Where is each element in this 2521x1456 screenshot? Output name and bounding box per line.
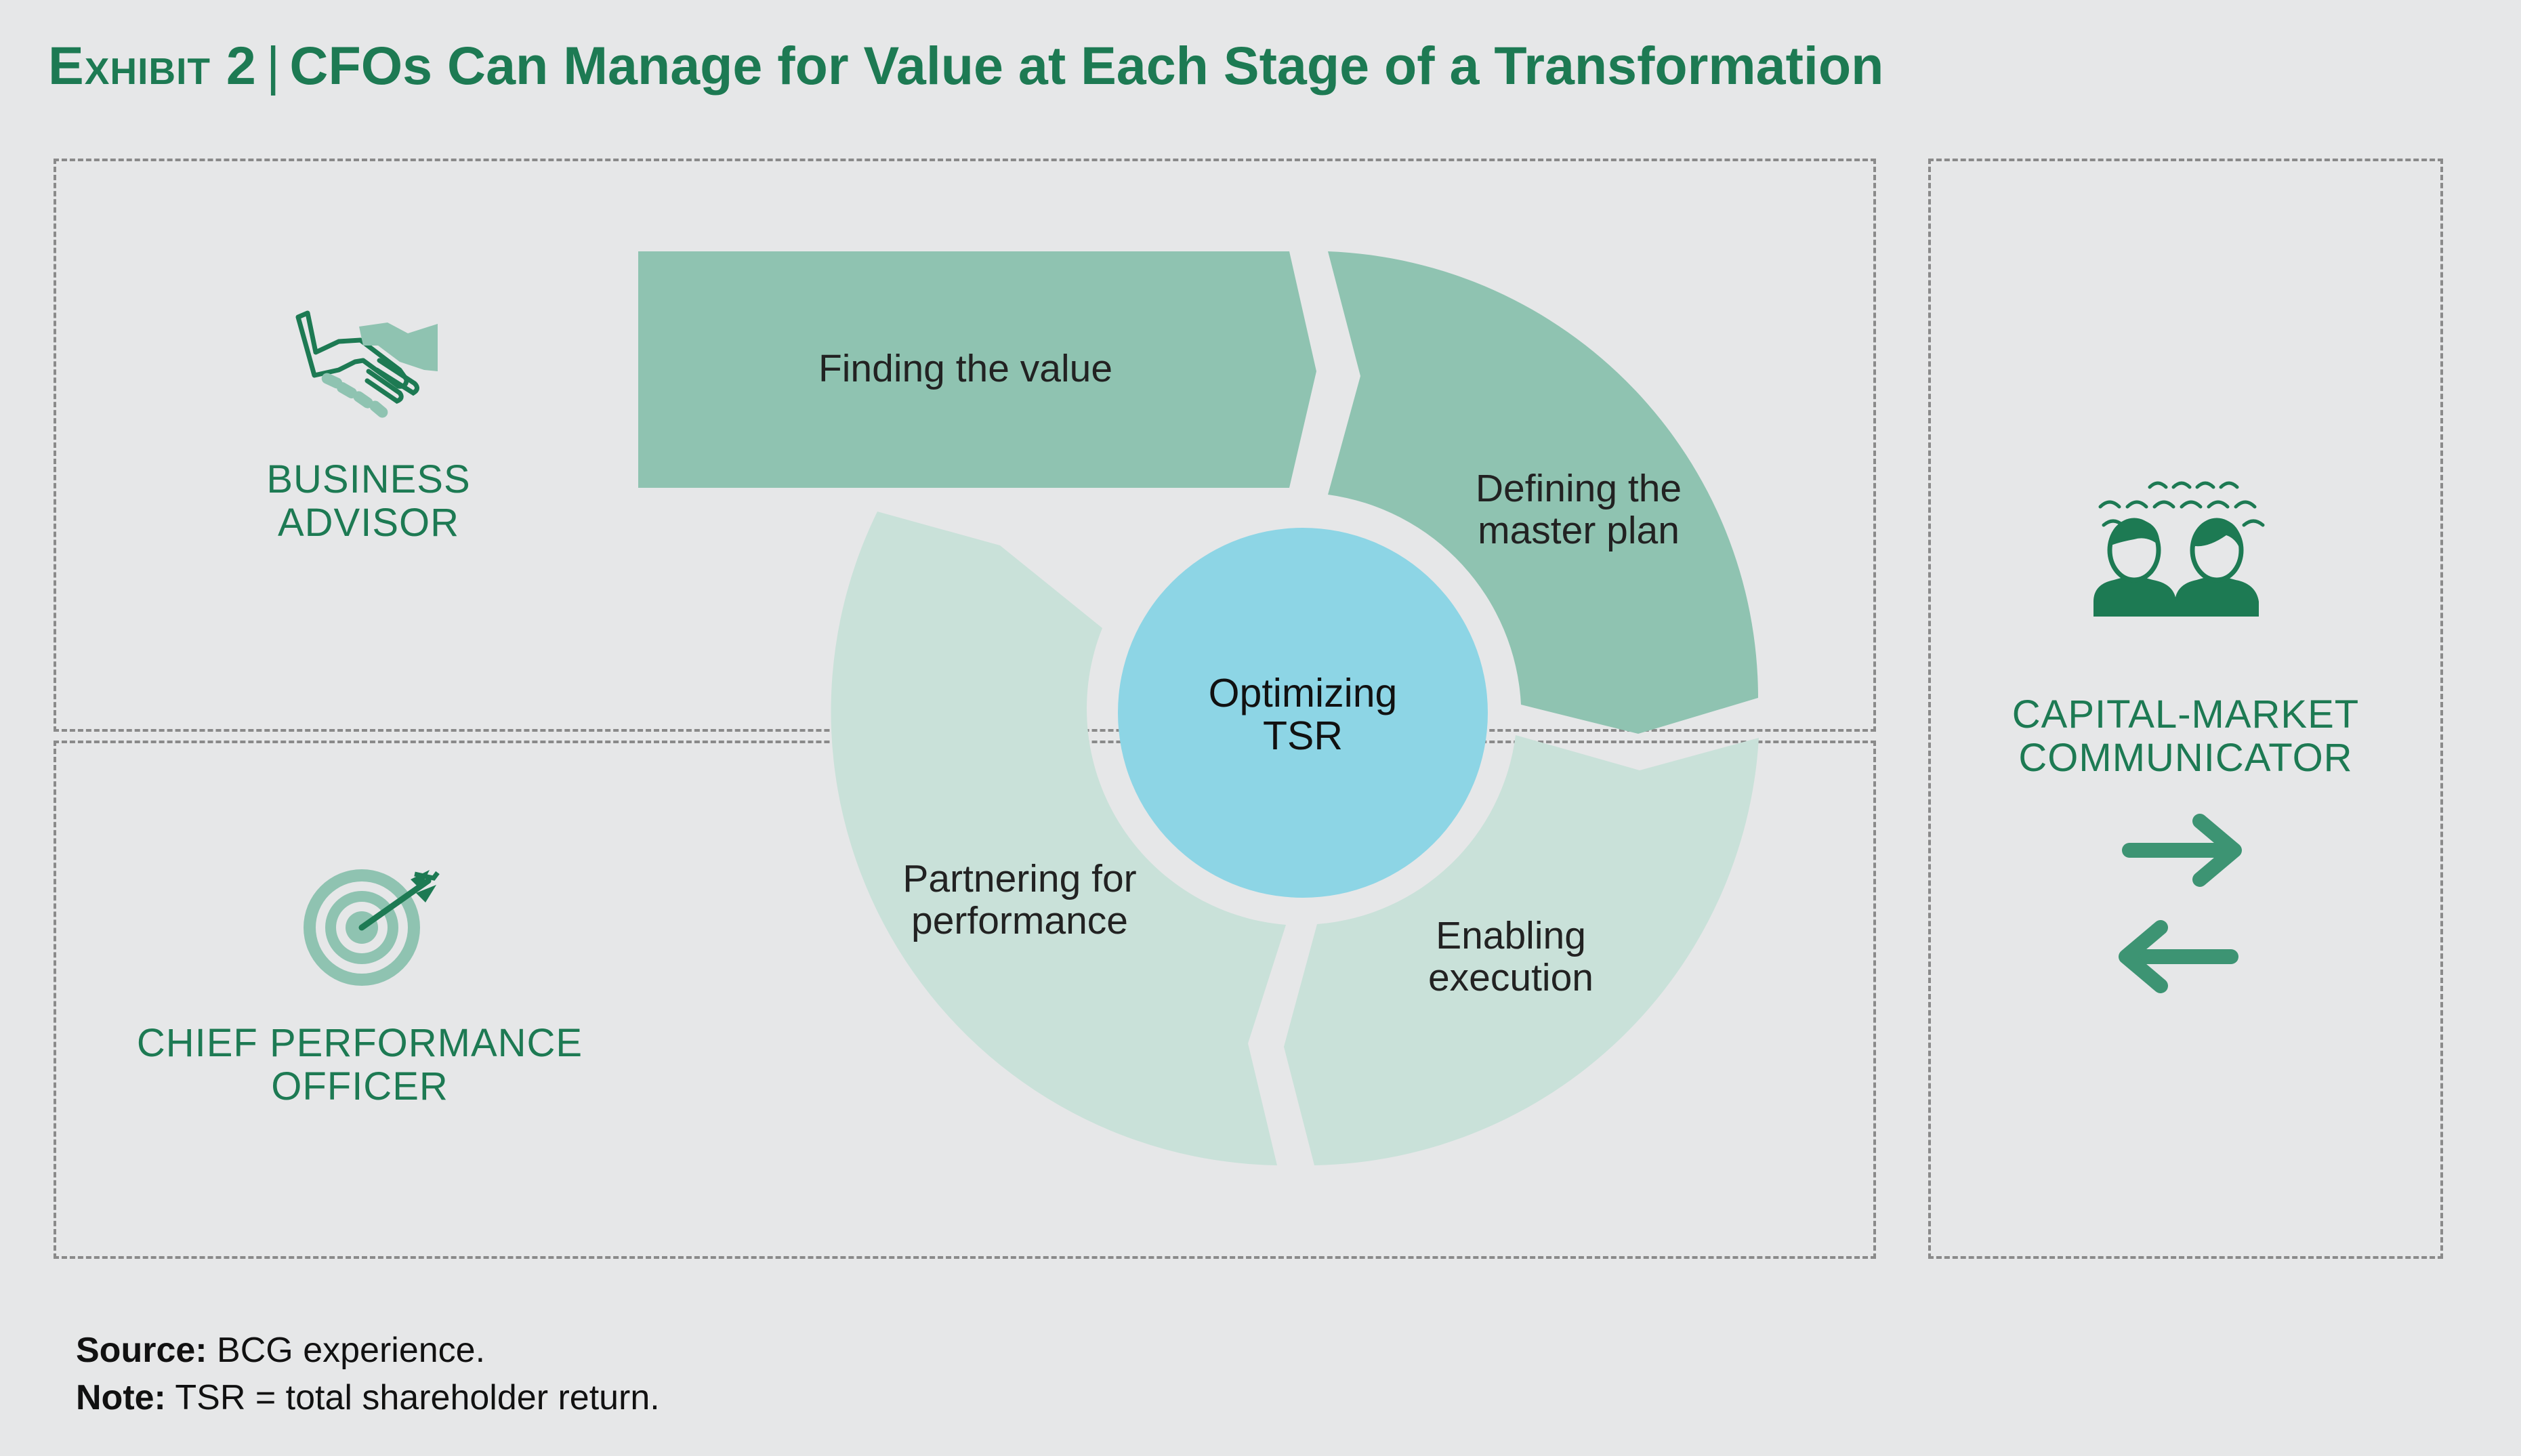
label-defining-master-plan: Defining the master plan <box>1409 467 1748 552</box>
center-optimizing-tsr: Optimizing TSR <box>1167 672 1438 757</box>
partnering-line2: performance <box>911 899 1128 942</box>
role-business-advisor: BUSINESS ADVISOR <box>233 458 504 545</box>
title-text: CFOs Can Manage for Value at Each Stage … <box>289 35 1884 96</box>
center-line2: TSR <box>1263 713 1343 758</box>
source-line: Source: BCG experience. <box>76 1327 660 1374</box>
center-line1: Optimizing <box>1208 671 1398 715</box>
source-label: Source: <box>76 1331 207 1370</box>
segment-partnering <box>831 512 1286 1165</box>
exhibit-title: Exhibit 2|CFOs Can Manage for Value at E… <box>48 28 1883 103</box>
defining-line2: master plan <box>1478 509 1680 552</box>
panel-capital-market-communicator <box>1928 159 2443 1259</box>
capital-market-communicator-line2: COMMUNICATOR <box>2018 736 2353 780</box>
label-partnering-for-performance: Partnering for performance <box>867 858 1172 942</box>
label-finding-the-value: Finding the value <box>745 348 1186 390</box>
label-enabling-execution: Enabling execution <box>1375 915 1646 999</box>
audience-icon <box>2093 481 2265 617</box>
role-capital-market-communicator: CAPITAL-MARKET COMMUNICATOR <box>1969 693 2402 780</box>
segment-enabling <box>1284 735 1759 1165</box>
left-arrow-icon <box>2119 920 2238 993</box>
role-chief-performance-officer: CHIEF PERFORMANCE OFFICER <box>112 1022 607 1108</box>
business-advisor-line1: BUSINESS <box>266 457 471 501</box>
right-arrow-icon <box>2122 814 2242 887</box>
chief-performance-officer-line1: CHIEF PERFORMANCE <box>136 1021 583 1065</box>
chief-performance-officer-line2: OFFICER <box>271 1064 449 1108</box>
segment-defining <box>1328 251 1758 734</box>
handshake-icon <box>295 310 438 418</box>
source-text: BCG experience. <box>207 1331 486 1370</box>
enabling-line2: execution <box>1428 956 1593 999</box>
exhibit-number: Exhibit 2 <box>48 35 257 96</box>
capital-market-communicator-line1: CAPITAL-MARKET <box>2012 692 2360 736</box>
note-text: TSR = total shareholder return. <box>165 1378 660 1417</box>
title-separator: | <box>266 35 280 96</box>
defining-line1: Defining the <box>1475 467 1682 510</box>
enabling-line1: Enabling <box>1436 914 1586 957</box>
finding-line1: Finding the value <box>818 347 1113 390</box>
business-advisor-line2: ADVISOR <box>277 501 460 545</box>
note-line: Note: TSR = total shareholder return. <box>76 1374 660 1421</box>
note-label: Note: <box>76 1378 166 1417</box>
segment-finding <box>638 251 1316 488</box>
partnering-line1: Partnering for <box>902 857 1137 900</box>
center-circle <box>1118 528 1488 898</box>
footer-notes: Source: BCG experience. Note: TSR = tota… <box>76 1327 660 1421</box>
target-icon <box>304 869 440 986</box>
